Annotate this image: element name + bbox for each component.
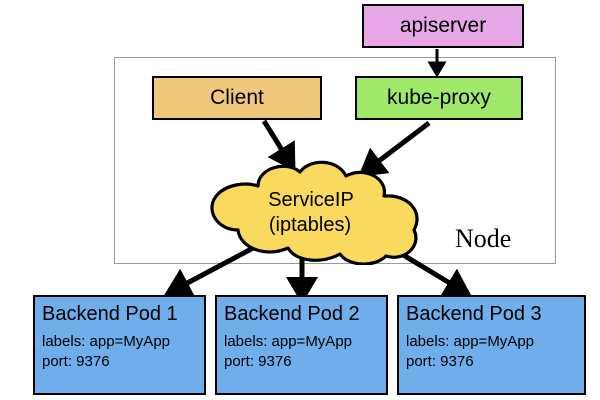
backend-pod-1-labels: labels: app=MyApp bbox=[42, 333, 170, 350]
apiserver-node: apiserver bbox=[362, 4, 524, 48]
backend-pod-3-title: Backend Pod 3 bbox=[406, 303, 542, 325]
node-label: Node bbox=[455, 224, 512, 253]
kube-proxy-node: kube-proxy bbox=[355, 76, 523, 120]
backend-pod-3-labels: labels: app=MyApp bbox=[406, 333, 534, 350]
serviceip-cloud-shape bbox=[210, 160, 419, 265]
kube-proxy-label: kube-proxy bbox=[387, 86, 491, 109]
backend-pod-1-port: port: 9376 bbox=[42, 353, 110, 370]
backend-pod-2-labels: labels: app=MyApp bbox=[224, 333, 352, 350]
backend-pod-1: Backend Pod 1 labels: app=MyApp port: 93… bbox=[33, 295, 206, 395]
client-label: Client bbox=[210, 86, 264, 109]
backend-pod-3: Backend Pod 3 labels: app=MyApp port: 93… bbox=[397, 295, 586, 395]
client-node: Client bbox=[152, 76, 322, 120]
node-container bbox=[114, 57, 556, 264]
apiserver-label: apiserver bbox=[399, 14, 487, 37]
backend-pod-2: Backend Pod 2 labels: app=MyApp port: 93… bbox=[215, 295, 388, 395]
backend-pod-3-port: port: 9376 bbox=[406, 353, 474, 370]
backend-pod-2-title: Backend Pod 2 bbox=[224, 303, 360, 325]
backend-pod-1-title: Backend Pod 1 bbox=[42, 303, 178, 325]
backend-pod-2-port: port: 9376 bbox=[224, 353, 292, 370]
